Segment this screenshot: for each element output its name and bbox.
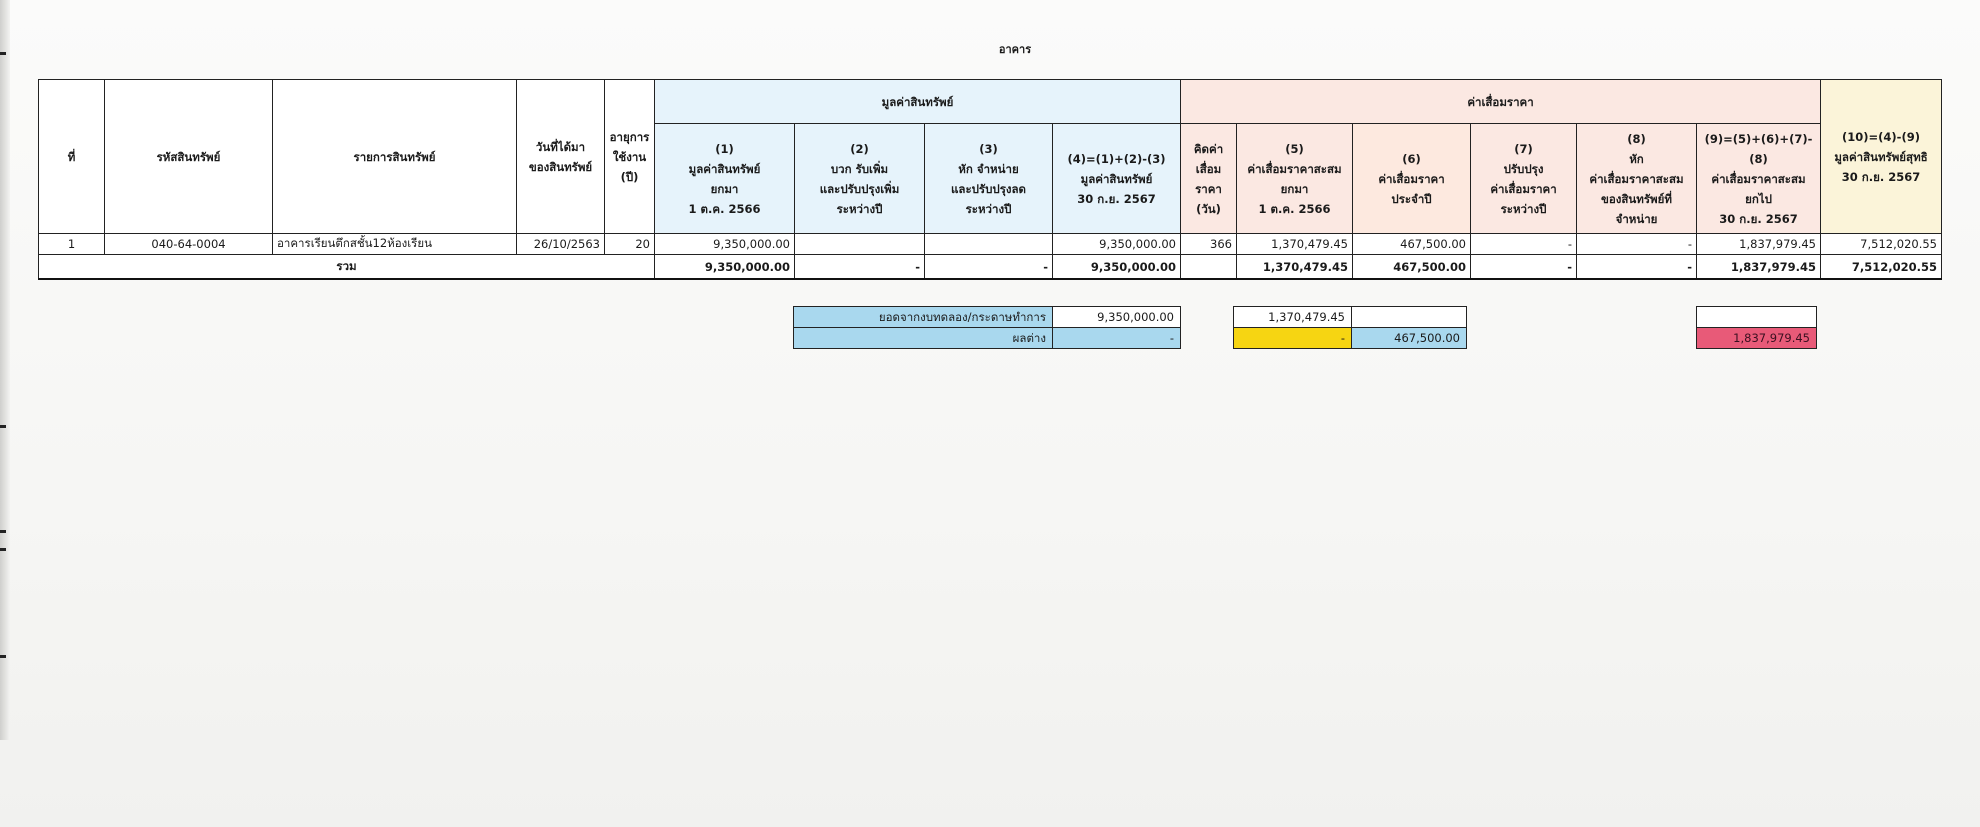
cell-asset-code: 040-64-0004 bbox=[104, 233, 273, 255]
cell-col2 bbox=[794, 233, 925, 255]
total-depr-days bbox=[1180, 254, 1237, 280]
header-col7: (7)ปรับปรุงค่าเสื่อมราคาระหว่างปี bbox=[1470, 123, 1577, 234]
carry-ledger-cell bbox=[1696, 306, 1817, 328]
edge-mark bbox=[0, 52, 6, 55]
cell-col7: - bbox=[1470, 233, 1577, 255]
accum-ledger-cell: 1,370,479.45 bbox=[1233, 306, 1352, 328]
total-col9: 1,837,979.45 bbox=[1696, 254, 1821, 280]
scan-edge bbox=[0, 0, 10, 740]
asset-register-table: ที่ รหัสสินทรัพย์ รายการสินทรัพย์ วันที่… bbox=[38, 79, 1942, 280]
ledger-label-cell: ยอดจากงบทดลอง/กระดาษทำการ bbox=[793, 306, 1053, 328]
total-col4: 9,350,000.00 bbox=[1052, 254, 1181, 280]
cell-col4: 9,350,000.00 bbox=[1052, 233, 1181, 255]
total-col3: - bbox=[924, 254, 1053, 280]
total-col7: - bbox=[1470, 254, 1577, 280]
annual-difference-cell: 467,500.00 bbox=[1351, 327, 1467, 349]
total-col6: 467,500.00 bbox=[1352, 254, 1471, 280]
cell-useful-life: 20 bbox=[604, 233, 655, 255]
page-title: อาคาร bbox=[998, 43, 1032, 56]
total-col2: - bbox=[794, 254, 925, 280]
accum-difference-cell: - bbox=[1233, 327, 1352, 349]
total-col1: 9,350,000.00 bbox=[654, 254, 795, 280]
edge-mark bbox=[0, 530, 6, 533]
header-asset-value-group: มูลค่าสินทรัพย์ bbox=[654, 79, 1181, 124]
ledger-value-cell: 9,350,000.00 bbox=[1052, 306, 1181, 328]
total-label: รวม bbox=[38, 254, 655, 280]
total-row: รวม 9,350,000.00 - - 9,350,000.00 1,370,… bbox=[38, 254, 1942, 280]
edge-mark bbox=[0, 425, 6, 428]
header-no: ที่ bbox=[38, 79, 105, 234]
total-col10: 7,512,020.55 bbox=[1820, 254, 1942, 280]
annual-ledger-cell bbox=[1351, 306, 1467, 328]
header-asset-item: รายการสินทรัพย์ bbox=[272, 79, 517, 234]
header-col3: (3)หัก จำหน่ายและปรับปรุงลดระหว่างปี bbox=[924, 123, 1053, 234]
cell-col6: 467,500.00 bbox=[1352, 233, 1471, 255]
cell-depr-days: 366 bbox=[1180, 233, 1237, 255]
edge-mark bbox=[0, 548, 6, 551]
header-depreciation-group: ค่าเสื่อมราคา bbox=[1180, 79, 1821, 124]
edge-mark bbox=[0, 655, 6, 658]
cell-col1: 9,350,000.00 bbox=[654, 233, 795, 255]
header-col10-net-value: (10)=(4)-(9)มูลค่าสินทรัพย์สุทธิ30 ก.ย. … bbox=[1820, 79, 1942, 234]
cell-asset-item: อาคารเรียนตึกสชั้น12ห้องเรียน bbox=[272, 233, 517, 255]
difference-label-cell: ผลต่าง bbox=[793, 327, 1053, 349]
total-col5: 1,370,479.45 bbox=[1236, 254, 1353, 280]
header-col9: (9)=(5)+(6)+(7)-(8)ค่าเสื่อมราคาสะสมยกไป… bbox=[1696, 123, 1821, 234]
cell-col3 bbox=[924, 233, 1053, 255]
header-asset-code: รหัสสินทรัพย์ bbox=[104, 79, 273, 234]
table-row: 1 040-64-0004 อาคารเรียนตึกสชั้น12ห้องเร… bbox=[38, 233, 1942, 255]
header-depr-days: คิดค่าเสื่อมราคา(วัน) bbox=[1180, 123, 1237, 234]
cell-acquired-date: 26/10/2563 bbox=[516, 233, 605, 255]
header-useful-life: อายุการใช้งาน(ปี) bbox=[604, 79, 655, 234]
cell-col5: 1,370,479.45 bbox=[1236, 233, 1353, 255]
cell-col10: 7,512,020.55 bbox=[1820, 233, 1942, 255]
header-col6: (6)ค่าเสื่อมราคาประจำปี bbox=[1352, 123, 1471, 234]
carry-difference-cell: 1,837,979.45 bbox=[1696, 327, 1817, 349]
cell-col8: - bbox=[1576, 233, 1697, 255]
cell-col9: 1,837,979.45 bbox=[1696, 233, 1821, 255]
difference-value-cell: - bbox=[1052, 327, 1181, 349]
cell-no: 1 bbox=[38, 233, 105, 255]
header-col8: (8)หักค่าเสื่อมราคาสะสมของสินทรัพย์ที่จำ… bbox=[1576, 123, 1697, 234]
total-col8: - bbox=[1576, 254, 1697, 280]
header-acquired-date: วันที่ได้มาของสินทรัพย์ bbox=[516, 79, 605, 234]
header-col4: (4)=(1)+(2)-(3)มูลค่าสินทรัพย์30 ก.ย. 25… bbox=[1052, 123, 1181, 234]
header-col2: (2)บวก รับเพิ่มและปรับปรุงเพิ่มระหว่างปี bbox=[794, 123, 925, 234]
